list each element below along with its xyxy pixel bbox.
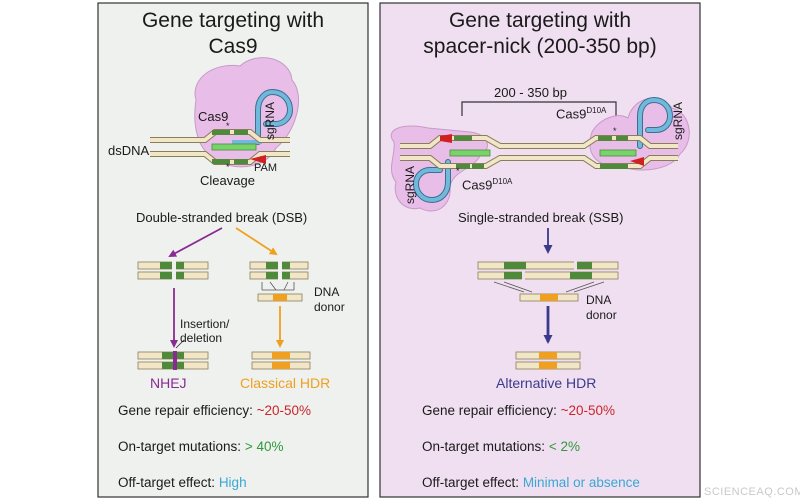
left-title-line1: Gene targeting with xyxy=(141,9,325,32)
alt-hdr-donor-template xyxy=(493,281,605,302)
left-stat-ontarget-label: On-target mutations: xyxy=(118,439,245,454)
nhej-result-dna xyxy=(137,339,209,370)
dsb-label: Double-stranded break (DSB) xyxy=(136,210,308,225)
nhej-broken-dna xyxy=(137,261,209,280)
pam-label: PAM xyxy=(254,162,278,174)
left-stat-efficiency-label: Gene repair efficiency: xyxy=(118,403,257,418)
range-label: 200 - 350 bp xyxy=(494,85,568,100)
right-stat-ontarget-label: On-target mutations: xyxy=(422,439,549,454)
cas9-d10a-right-base: Cas9 xyxy=(556,106,587,122)
sgrna-right-label: sgRNA xyxy=(671,101,685,140)
cas9-d10a-left-base: Cas9 xyxy=(462,177,493,193)
indel-label-line2: deletion xyxy=(180,331,223,345)
right-stat-efficiency: Gene repair efficiency: ~20-50% xyxy=(422,404,615,418)
svg-text:*: * xyxy=(226,121,230,131)
nhej-label: NHEJ xyxy=(150,375,187,391)
sgrna-label: sgRNA xyxy=(263,101,277,140)
right-stat-offtarget: Off-target effect: Minimal or absence xyxy=(422,476,640,490)
alternative-hdr-label: Alternative HDR xyxy=(496,375,597,391)
left-stat-offtarget: Off-target effect: High xyxy=(118,476,247,490)
right-title-line2: spacer-nick (200-350 bp) xyxy=(423,35,657,58)
right-stat-efficiency-value: ~20-50% xyxy=(560,403,615,418)
right-stat-offtarget-value: Minimal or absence xyxy=(522,475,640,490)
dsdna-label: dsDNA xyxy=(108,143,150,158)
nhej-branch-arrow xyxy=(168,227,223,257)
svg-text:*: * xyxy=(456,166,460,176)
sgrna-left-label: sgRNA xyxy=(403,165,417,204)
svg-text:*: * xyxy=(226,162,230,172)
right-donor-line2: donor xyxy=(586,308,617,322)
right-stat-ontarget-value: < 2% xyxy=(548,439,580,454)
hdr-result-dna xyxy=(251,351,311,370)
left-title-line2: Cas9 xyxy=(208,35,258,58)
ssb-nicked-dna xyxy=(477,261,619,280)
cas9-d10a-left-label: Cas9D10A xyxy=(462,177,513,193)
cas9-d10a-right-label: Cas9D10A xyxy=(556,106,607,122)
left-stat-offtarget-value: High xyxy=(218,475,247,490)
left-donor-line1: DNA xyxy=(314,285,340,299)
dsdna-right: * * xyxy=(400,126,678,176)
left-donor-line2: donor xyxy=(314,300,345,314)
svg-text:*: * xyxy=(613,126,617,136)
range-bracket xyxy=(461,101,617,116)
left-stat-efficiency-value: ~20-50% xyxy=(256,403,311,418)
left-stat-ontarget-value: > 40% xyxy=(244,439,284,454)
left-stat-offtarget-label: Off-target effect: xyxy=(118,475,219,490)
cleavage-label: Cleavage xyxy=(200,173,255,188)
left-panel-title: Gene targeting with Cas9 xyxy=(98,8,368,60)
cas9-label: Cas9 xyxy=(198,109,229,124)
hdr-donor-template xyxy=(257,281,303,302)
right-donor-line1: DNA xyxy=(586,293,612,307)
cas9-d10a-right-sup: D10A xyxy=(586,106,607,115)
dsdna-left: * * xyxy=(150,121,290,172)
right-stat-efficiency-label: Gene repair efficiency: xyxy=(422,403,561,418)
indel-label-line1: Insertion/ xyxy=(180,317,230,331)
hdr-broken-dna xyxy=(249,261,309,280)
hdr-branch-arrow xyxy=(235,227,278,256)
watermark: SCIENCEAQ.COM xyxy=(704,486,800,498)
classical-hdr-label: Classical HDR xyxy=(240,375,331,391)
right-panel xyxy=(379,2,701,498)
right-stat-offtarget-label: Off-target effect: xyxy=(422,475,523,490)
left-stat-efficiency: Gene repair efficiency: ~20-50% xyxy=(118,404,311,418)
right-title-line1: Gene targeting with xyxy=(448,9,632,32)
ssb-label: Single-stranded break (SSB) xyxy=(458,210,624,225)
left-stat-ontarget: On-target mutations: > 40% xyxy=(118,440,283,454)
cas9-d10a-left-sup: D10A xyxy=(492,177,513,186)
right-panel-title: Gene targeting with spacer-nick (200-350… xyxy=(380,8,700,60)
alt-hdr-result-dna xyxy=(515,351,581,370)
right-stat-ontarget: On-target mutations: < 2% xyxy=(422,440,580,454)
